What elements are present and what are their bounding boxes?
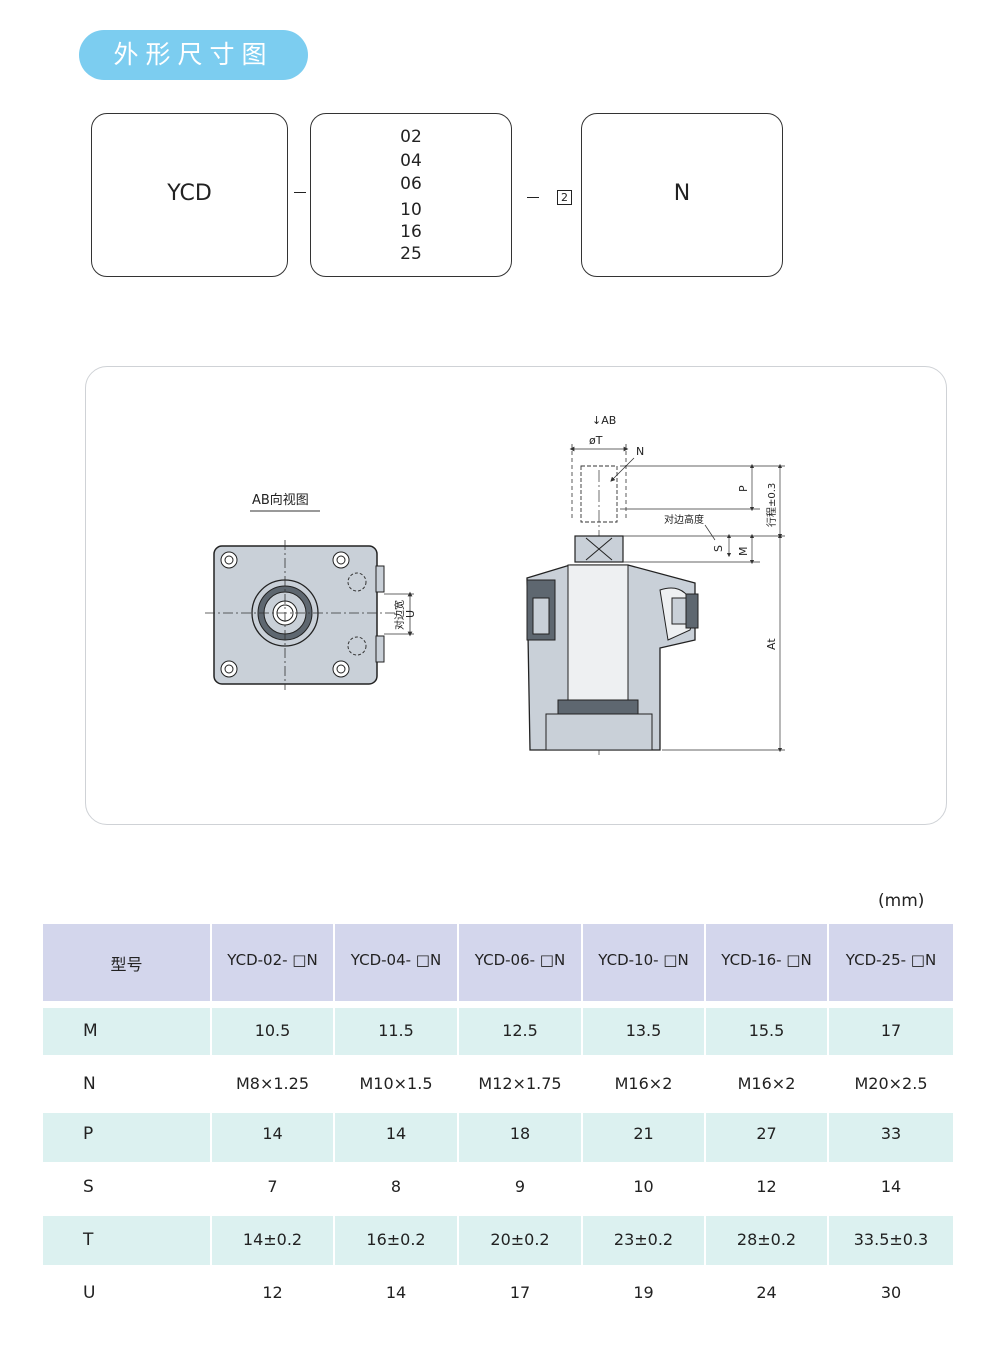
- column-separator: [581, 924, 583, 1265]
- table-cell: 11.5: [378, 1021, 414, 1040]
- table-cell: M12×1.75: [478, 1074, 562, 1093]
- table-row-label: S: [83, 1177, 94, 1197]
- table-cell: 14: [385, 1124, 407, 1143]
- table-cell: 13.5: [625, 1021, 662, 1040]
- width-across-flats-label: 对边宽: [393, 600, 406, 630]
- table-cell: 17: [880, 1021, 902, 1040]
- u-label: U: [404, 610, 417, 618]
- m-label: M: [737, 547, 750, 557]
- model-suffix: N: [673, 181, 691, 206]
- s-label: S: [712, 545, 725, 552]
- table-cell: M16×2: [737, 1074, 796, 1093]
- table-cell: 30: [880, 1283, 902, 1302]
- table-header-cell: YCD-02- □N: [227, 951, 318, 969]
- p-label: P: [737, 485, 750, 492]
- at-label: At: [765, 638, 778, 650]
- table-cell: 15.5: [748, 1021, 785, 1040]
- ab-view-title: AB向视图: [252, 492, 309, 508]
- table-cell: M16×2: [614, 1074, 673, 1093]
- table-cell: 14: [262, 1124, 283, 1143]
- table-cell: 10.5: [254, 1021, 291, 1040]
- model-prefix-box: YCD: [91, 113, 288, 277]
- table-header-cell: YCD-06- □N: [474, 951, 566, 969]
- table-row-label: U: [83, 1283, 96, 1303]
- n-thread-label: N: [636, 445, 644, 458]
- column-separator: [704, 924, 706, 1265]
- height-across-flats-label: 对边高度: [664, 513, 704, 526]
- table-cell: M8×1.25: [235, 1074, 309, 1093]
- table-row-stripe: [43, 1113, 953, 1162]
- table-row-stripe: [43, 1008, 953, 1055]
- table-cell: 24: [756, 1283, 777, 1302]
- table-cell: 12: [756, 1177, 777, 1196]
- table-cell: 21: [633, 1124, 654, 1143]
- table-row-label: P: [83, 1124, 94, 1144]
- table-cell: 16±0.2: [366, 1230, 426, 1249]
- table-cell: 12.5: [502, 1021, 538, 1040]
- model-size-box: 02 04 06 10 16 25: [310, 113, 512, 277]
- code-dash-1: [294, 192, 306, 193]
- stroke-label: 行程±0.3: [765, 483, 778, 527]
- dimension-drawing: AB向视图 对边宽 U ↓AB øT N: [205, 414, 785, 755]
- table-header-cell: YCD-25- □N: [845, 951, 937, 969]
- size-option: 25: [400, 244, 422, 264]
- table-cell: 19: [633, 1283, 654, 1302]
- table-cell: 9: [514, 1177, 526, 1196]
- table-header-cell: YCD-10- □N: [598, 951, 689, 969]
- model-suffix-box: N: [581, 113, 783, 277]
- size-option: 06: [400, 174, 422, 194]
- size-option: 04: [400, 151, 422, 171]
- table-cell: 14: [880, 1177, 902, 1196]
- size-option: 16: [400, 222, 422, 242]
- table-row-label: M: [83, 1021, 98, 1041]
- phi-t-label: øT: [589, 434, 603, 447]
- option-number-badge: 2: [557, 190, 572, 205]
- code-dash-2: [527, 197, 539, 198]
- unit-label: (mm): [878, 891, 925, 911]
- column-separator: [333, 924, 335, 1265]
- column-separator: [457, 924, 459, 1265]
- table-row-stripe: [43, 1216, 953, 1265]
- table-row-label: T: [83, 1230, 94, 1250]
- table-cell: 28±0.2: [736, 1230, 797, 1249]
- column-separator: [827, 924, 829, 1265]
- table-cell: 17: [509, 1283, 531, 1302]
- side-section-body: [526, 465, 699, 755]
- table-cell: 12: [262, 1283, 283, 1302]
- dimension-lines: [620, 463, 785, 753]
- n-leader: [610, 457, 635, 482]
- model-prefix: YCD: [167, 181, 212, 206]
- table-cell: 33.5±0.3: [853, 1230, 929, 1249]
- ab-view-body: [205, 540, 414, 690]
- table-header-cell: YCD-04- □N: [350, 951, 442, 969]
- ab-arrow-label: ↓AB: [592, 414, 616, 427]
- table-cell: 18: [509, 1124, 531, 1143]
- size-option: 02: [400, 127, 422, 147]
- table-cell: 33: [880, 1124, 902, 1143]
- table-cell: 27: [756, 1124, 777, 1143]
- table-header-row: [43, 924, 953, 1001]
- table-cell: 14±0.2: [242, 1230, 303, 1249]
- table-cell: M20×2.5: [854, 1074, 928, 1093]
- table-cell: 14: [385, 1283, 407, 1302]
- page-title: 外形尺寸图: [79, 30, 308, 80]
- table-cell: 7: [267, 1177, 278, 1196]
- table-cell: 8: [390, 1177, 402, 1196]
- size-option: 10: [400, 200, 422, 220]
- table-cell: 20±0.2: [490, 1230, 550, 1249]
- table-header-cell: YCD-16- □N: [721, 951, 812, 969]
- table-cell: M10×1.5: [359, 1074, 433, 1093]
- table-header-model: 型号: [110, 955, 143, 974]
- table-cell: 23±0.2: [613, 1230, 674, 1249]
- table-cell: 10: [633, 1177, 654, 1196]
- table-row-label: N: [83, 1074, 96, 1094]
- column-separator: [210, 924, 212, 1265]
